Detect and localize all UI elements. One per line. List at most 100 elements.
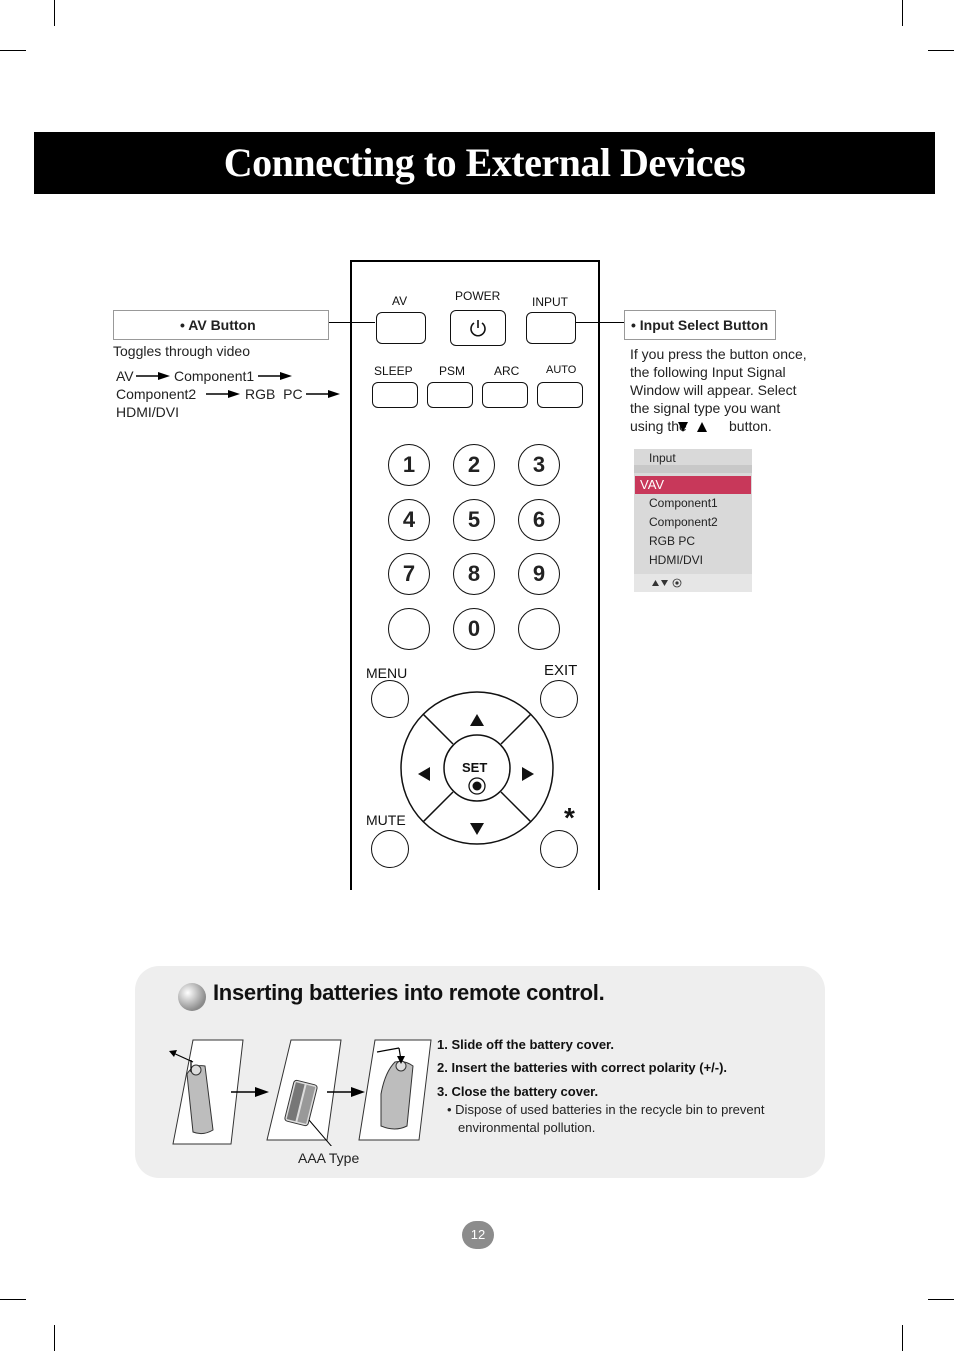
number-button-2[interactable]: 2 [453, 444, 495, 486]
psm-button[interactable] [427, 382, 473, 408]
battery-step-3: 3. Close the battery cover. [437, 1084, 599, 1099]
input-callout-line: If you press the button once, [630, 346, 807, 362]
star-button[interactable] [540, 830, 578, 868]
av-seq-hdmi: HDMI/DVI [116, 404, 179, 420]
number-button-6[interactable]: 6 [518, 499, 560, 541]
number-button-0[interactable]: 0 [453, 608, 495, 650]
input-button[interactable] [526, 312, 576, 344]
battery-type-label: AAA Type [298, 1150, 360, 1166]
star-label: * [564, 802, 575, 833]
input-signal-window: Input VAV Component1 Component2 RGB PC H… [634, 449, 752, 592]
number-button-4[interactable]: 4 [388, 499, 430, 541]
arc-button[interactable] [482, 382, 528, 408]
av-seq-component2: Component2 [116, 386, 197, 402]
menu-button[interactable] [371, 680, 409, 718]
osd-item: RGB PC [649, 534, 696, 548]
av-seq-av: AV [116, 368, 134, 384]
crop-mark [54, 0, 55, 26]
set-label: SET [462, 760, 488, 775]
input-callout-line: using the [630, 418, 687, 434]
osd-selected-row [635, 476, 751, 494]
blank-button-left[interactable] [388, 608, 430, 650]
av-seq-rgb-pc: RGB PC [245, 386, 303, 402]
down-arrow-button[interactable] [470, 823, 484, 835]
arrow-right-icon [306, 390, 340, 398]
remote-back-cover-illustration [169, 1039, 244, 1145]
osd-item: Component1 [649, 496, 718, 510]
osd-item: Component2 [649, 515, 718, 529]
exit-button[interactable] [540, 680, 578, 718]
crop-mark [0, 50, 26, 51]
crop-mark [902, 1325, 903, 1351]
arrow-right-icon [136, 372, 170, 380]
crop-mark [928, 50, 954, 51]
battery-note-line-2: environmental pollution. [458, 1120, 596, 1135]
battery-instructions-panel: Inserting batteries into remote control.… [135, 966, 825, 1178]
psm-label: PSM [439, 364, 466, 378]
page-number-badge: 12 [462, 1221, 494, 1249]
battery-note-line-1: • Dispose of used batteries in the recyc… [447, 1102, 765, 1117]
av-label: AV [392, 294, 408, 308]
navigation-pad [400, 691, 554, 845]
left-arrow-button[interactable] [418, 767, 430, 781]
right-arrow-button[interactable] [522, 767, 534, 781]
input-callout-line: the following Input Signal [630, 364, 786, 380]
osd-divider [634, 465, 752, 473]
number-button-3[interactable]: 3 [518, 444, 560, 486]
mute-button[interactable] [371, 830, 409, 868]
down-up-arrows-icon [678, 422, 707, 432]
battery-compartment-illustration [266, 1039, 342, 1146]
mute-label: MUTE [366, 812, 406, 828]
input-callout-line: the signal type you want [630, 400, 781, 416]
leader-line [329, 322, 375, 323]
number-button-9[interactable]: 9 [518, 553, 560, 595]
av-button[interactable] [376, 312, 426, 344]
arrow-right-icon [258, 372, 292, 380]
power-button[interactable] [450, 310, 506, 346]
input-callout-line: button. [729, 418, 772, 434]
av-callout-label: • AV Button [180, 317, 256, 333]
number-button-5[interactable]: 5 [453, 499, 495, 541]
page-title: Connecting to External Devices [223, 140, 746, 185]
input-callout-line: Window will appear. Select [630, 382, 797, 398]
power-label: POWER [455, 289, 501, 303]
auto-label: AUTO [546, 364, 577, 376]
crop-mark [54, 1325, 55, 1351]
arrow-right-icon [231, 1087, 269, 1097]
av-callout-description: Toggles through video [113, 343, 250, 359]
sleep-label: SLEEP [374, 364, 413, 378]
menu-label: MENU [366, 665, 408, 681]
input-label: INPUT [532, 295, 568, 309]
sleep-button[interactable] [372, 382, 418, 408]
osd-item: HDMI/DVI [649, 553, 703, 567]
set-button[interactable] [468, 777, 486, 795]
nav-arrows-set-icon [652, 578, 682, 588]
auto-button[interactable] [537, 382, 583, 408]
remote-control: AV POWER INPUT SLEEP PSM ARC AUTO 1 2 3 … [350, 260, 600, 890]
exit-label: EXIT [544, 662, 578, 679]
remote-cover-closed-illustration [358, 1039, 432, 1141]
crop-mark [0, 1299, 26, 1300]
power-icon [470, 320, 486, 337]
number-button-8[interactable]: 8 [453, 553, 495, 595]
blank-button-right[interactable] [518, 608, 560, 650]
up-arrow-button[interactable] [470, 714, 484, 726]
page-title-bar: Connecting to External Devices [34, 132, 935, 194]
osd-title: Input [649, 451, 676, 465]
av-seq-component1: Component1 [174, 368, 255, 384]
input-select-callout: • Input Select Button [624, 310, 776, 340]
crop-mark [902, 0, 903, 26]
arrow-right-icon [206, 390, 240, 398]
battery-step-1: 1. Slide off the battery cover. [437, 1037, 614, 1052]
crop-mark [928, 1299, 954, 1300]
input-callout-label: • Input Select Button [631, 317, 769, 333]
av-button-callout: • AV Button [113, 310, 329, 340]
number-button-1[interactable]: 1 [388, 444, 430, 486]
number-button-7[interactable]: 7 [388, 553, 430, 595]
osd-item-selected: VAV [640, 477, 665, 492]
arc-label: ARC [494, 364, 520, 378]
battery-step-2: 2. Insert the batteries with correct pol… [437, 1060, 728, 1075]
arrow-right-icon [327, 1087, 365, 1097]
osd-footer [634, 574, 752, 592]
battery-heading: Inserting batteries into remote control. [213, 980, 605, 1005]
